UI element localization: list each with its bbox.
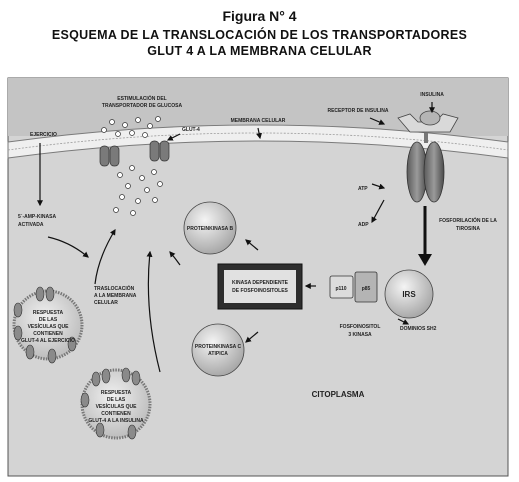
vesicle-insulin-text-2: DE LAS <box>107 397 126 403</box>
label-estimulacion-2: TRANSPORTADOR DE GLUCOSA <box>102 103 183 109</box>
label-pi3k-1: FOSFOINOSITOL <box>340 324 381 330</box>
label-ejercicio: EJERCICIO <box>30 132 57 138</box>
label-atp: ATP <box>358 186 368 192</box>
pdk-inner <box>224 270 296 303</box>
vesicle-exercise-text-1: RESPUESTA <box>33 310 64 316</box>
label-traslocacion-3: CELULAR <box>94 300 118 306</box>
vesicle-insulin-text-5: GLUT-4 A LA INSULINA <box>88 418 144 424</box>
label-p85: p85 <box>362 286 371 292</box>
label-traslocacion-1: TRASLOCACIÓN <box>94 284 135 292</box>
figure-title-line1: ESQUEMA DE LA TRANSLOCACIÓN DE LOS TRANS… <box>51 28 468 42</box>
label-pi3k-2: 3 KINASA <box>348 332 372 338</box>
label-membrana: MEMBRANA CELULAR <box>231 118 286 124</box>
label-ampk-2: ACTIVADA <box>18 222 44 228</box>
vesicle-exercise-text-4: CONTIENEN <box>33 331 63 337</box>
irs-protein <box>384 269 434 319</box>
label-pkb: PROTEINKINASA B <box>187 226 234 232</box>
arrows <box>37 102 435 373</box>
figure-title-line2: GLUT 4 A LA MEMBRANA CELULAR <box>147 44 372 58</box>
label-estimulacion-1: ESTIMULACIÓN DEL <box>117 94 166 102</box>
label-pkc-1: PROTEINKINASA C <box>195 344 242 350</box>
pi3k-complex <box>329 269 434 319</box>
vesicle-exercise <box>12 286 84 364</box>
vesicle-insulin-text-3: VESÍCULAS QUE <box>96 402 138 410</box>
vesicle-insulin <box>80 367 152 440</box>
label-sh2: DOMINIOS SH2 <box>400 326 437 332</box>
vesicle-exercise-text-5: GLUT-4 AL EJERCICIO <box>21 338 75 344</box>
label-pkc-2: ATIPICA <box>208 351 228 357</box>
label-glut4: GLUT-4 <box>182 127 200 133</box>
glucose-molecules <box>101 116 163 216</box>
label-pdk-1: KINASA DEPENDIENTE <box>232 280 289 286</box>
label-traslocacion-2: A LA MEMBRANA <box>94 293 137 299</box>
protein-kinase-b <box>183 201 237 255</box>
label-irs: IRS <box>402 290 416 299</box>
label-p110: p110 <box>335 286 346 292</box>
vesicle-exercise-text-3: VESÍCULAS QUE <box>28 322 70 330</box>
label-receptor: RECEPTOR DE INSULINA <box>327 108 388 114</box>
label-pdk-2: DE FOSFOINOSITOLES <box>232 288 288 294</box>
protein-kinase-c <box>191 323 245 377</box>
vesicle-insulin-text-4: CONTIENEN <box>101 411 131 417</box>
phosphorylation-arrowhead <box>418 254 432 266</box>
membrane-bilayer-line <box>7 132 509 151</box>
label-citoplasma: CITOPLASMA <box>312 390 365 399</box>
label-insulina: INSULINA <box>420 92 444 98</box>
glut4-transporters <box>99 140 170 167</box>
label-fosforilacion-2: TIROSINA <box>456 226 480 232</box>
vesicle-insulin-text-1: RESPUESTA <box>101 390 132 396</box>
label-fosforilacion-1: FOSFORILACIÓN DE LA <box>439 216 497 224</box>
figure-number: Figura N° 4 <box>222 8 297 24</box>
label-adp: ADP <box>358 222 369 228</box>
vesicle-exercise-text-2: DE LAS <box>39 317 58 323</box>
label-ampk-1: 5´-AMP-KINASA <box>18 214 56 220</box>
insulin-receptor <box>397 110 459 203</box>
insulin-molecule <box>419 110 441 126</box>
